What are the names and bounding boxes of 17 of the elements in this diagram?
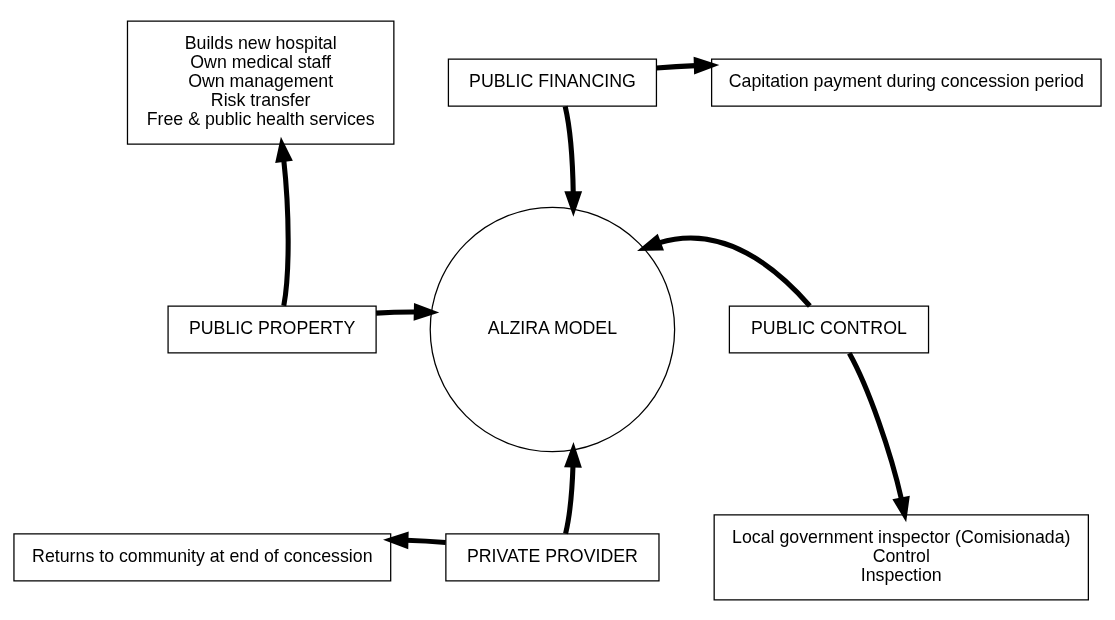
arrow [383,530,446,549]
node-box: PRIVATE PROVIDER [445,532,660,582]
node-box: Local government inspector (Comisionada) Control Inspection [713,513,1089,601]
node-box: PUBLIC PROPERTY [167,304,377,354]
node-box: PUBLIC CONTROL [728,304,930,354]
arrow [563,441,582,534]
node-circle: ALZIRA MODEL [429,206,676,452]
arrow [375,302,440,321]
arrow [656,56,720,75]
arrow [275,136,293,306]
node-box: Capitation payment during concession period [711,58,1102,107]
arrow [847,351,910,522]
node-box: PUBLIC FINANCING [447,58,658,107]
node-box: Builds new hospital Own medical staff Own management Risk transfer Free & public health services [126,19,395,145]
node-box: Returns to community at end of concession [13,532,392,582]
arrow [637,233,812,308]
arrow [562,105,583,217]
